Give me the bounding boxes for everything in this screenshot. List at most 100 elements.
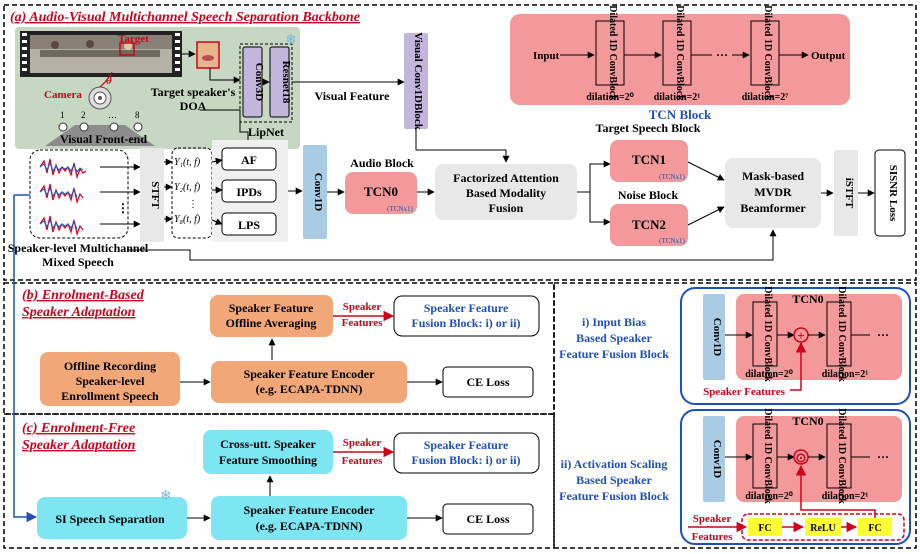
recording-line1: Offline Recording [64,359,156,373]
fusion-ii-caption-line1: ii) Activation Scaling [561,457,668,471]
offline-averaging-box [210,295,333,337]
fusion-ii-dilation-1: dilation=2⁰ [745,491,793,502]
b-encoder-box [211,361,407,403]
fusion-i-block-1: Dilated 1D ConvBlock [762,286,773,382]
fusion-ii-relu: ReLU [810,523,836,534]
spec-label-dots: ⋮ [188,199,198,210]
smoothing-box [203,430,333,474]
fusion-ii-caption-line3: Feature Fusion Block [559,489,669,503]
c-fusion-line2: Fusion Block: i) or ii) [411,453,520,467]
fusion-i-dots: ··· [877,328,889,342]
fusion-ii-dots: ··· [877,450,889,464]
section-right-frame [553,282,917,549]
doa-line1: Target speaker's [151,85,236,99]
istft-box [834,150,858,236]
fusion-line3: Fusion [489,201,524,215]
istft-label: iSTFT [843,178,855,209]
c-features-label: Features [342,455,383,467]
fusion-ii-conv1d: Conv1D [711,440,723,479]
tcn-block-title: TCN Block [649,107,712,122]
audio-features-group [211,140,288,242]
conv3d-label: Conv3D [253,63,265,102]
fusion-line2: Based Modality [466,186,546,200]
tcn-dilation-1: dilation=2⁰ [586,92,634,103]
c-encoder-line2: (e.g. ECAPA-TDNN) [256,519,363,533]
svg-text:Visual Conv1DBlock: Visual Conv1DBlock [412,32,424,131]
fusion-ii-block-2: Dilated 1D ConvBlock [836,408,847,504]
tcn-dots: ··· [716,48,728,62]
svg-text:⋮: ⋮ [117,201,129,215]
camera-label: Camera [44,89,82,101]
feature-ipds: IPDs [236,185,262,199]
doa-line2: DOA [180,99,207,113]
fusion-i-dilation-1: dilation=2⁰ [745,369,793,380]
sisnr-loss-label: SISNR Loss [887,165,899,222]
section-a-frame [3,4,917,281]
fusion-i-plus: + [797,328,804,343]
fusion-i-dilation-2: dilation=2¹ [822,369,868,380]
resnet18-label: Resnet18 [280,61,292,104]
fusion-i-conv1d: Conv1D [711,318,723,357]
averaging-line2: Offline Averaging [226,316,317,330]
fusion-ii-block-1: Dilated 1D ConvBlock [762,408,773,504]
fusion-ii-features-label: Features [692,531,733,543]
tcn0-label: TCN0 [364,184,398,199]
fusion-ii-op: ⊙ [796,450,807,465]
feature-lps: LPS [238,218,260,232]
fusion-ii-dilation-2: dilation=2¹ [822,491,868,502]
c-fusion-line1: Speaker Feature [424,438,509,452]
conv1d-box [303,145,327,239]
tcn1-sub: (TCNx1) [659,173,685,181]
fusion-i-caption-line3: Feature Fusion Block [559,347,669,361]
visual-feature-label: Visual Feature [315,89,391,103]
visual-frontend-panel [15,27,300,149]
section-a-title: (a) Audio-Visual Multichannel Speech Sep… [10,10,360,25]
b-fusion-line1: Speaker Feature [424,301,509,315]
mixed-speech-waveforms: ⋮ [29,149,141,239]
fusion-ii-tcn0: TCN0 [792,414,823,428]
mvdr-line3: Beamformer [740,201,806,215]
fusion-i-block-2: Dilated 1D ConvBlock [836,286,847,382]
b-fusion-line2: Fusion Block: i) or ii) [411,316,520,330]
target-speech-block-label: Target Speech Block [596,121,701,135]
tcn-convblock-label-1: Dilated 1D ConvBlock [607,5,618,101]
fusion-i-panel [680,287,911,405]
tcn-output-label: Output [811,50,846,62]
fusion-ii-panel [680,409,911,545]
tcn-convblock-label-3: Dilated 1D ConvBlock [762,5,773,101]
tcn0-box [345,172,417,214]
c-ce-loss-label: CE Loss [466,512,509,526]
fusion-line1: Factorized Attention [453,171,559,185]
tcn-convblock-label-2: Dilated 1D ConvBlock [674,5,685,101]
feature-af: AF [241,153,257,167]
tcn2-box [610,204,688,246]
b-ce-loss-label: CE Loss [466,375,509,389]
si-separation-box [37,497,187,539]
fusion-ii-fc1: FC [758,523,771,534]
si-snowflake-icon: ❄ [160,489,172,504]
section-b-title-line1: (b) Enrolment-Based [22,288,145,303]
smoothing-line2: Feature Smoothing [219,453,317,467]
averaging-line1: Speaker Feature [229,301,314,315]
lipnet-group: Conv3D Resnet18 [239,43,293,123]
section-c-title-line1: (c) Enrolment-Free [22,421,135,436]
fusion-i-caption-line2: Based Speaker [576,331,652,345]
b-ce-loss-box [442,366,534,398]
mixed-speech-line1: Speaker-level Multichannel [8,241,149,255]
si-separation-label: SI Speech Separation [55,512,165,526]
tcn1-box [610,140,688,182]
fusion-i-speaker-features: Speaker Features [703,386,785,398]
mixed-speech-line2: Mixed Speech [42,255,114,269]
spec-label-1: Y₁(t, f) [174,157,201,168]
c-encoder-box [211,496,407,540]
sisnr-loss-box [874,149,906,237]
theta-label: θ [106,75,112,87]
recording-line3: Enrollment Speech [61,389,159,403]
noise-block-label: Noise Block [618,188,679,202]
conv1d-label: Conv1D [312,173,324,212]
recording-line2: Speaker-level [76,374,146,388]
b-encoder-line2: (e.g. ECAPA-TDNN) [256,382,363,396]
section-c-title-line2: Speaker Adaptation [22,438,136,453]
tcn-dilation-3: dilation=2⁷ [742,92,788,103]
